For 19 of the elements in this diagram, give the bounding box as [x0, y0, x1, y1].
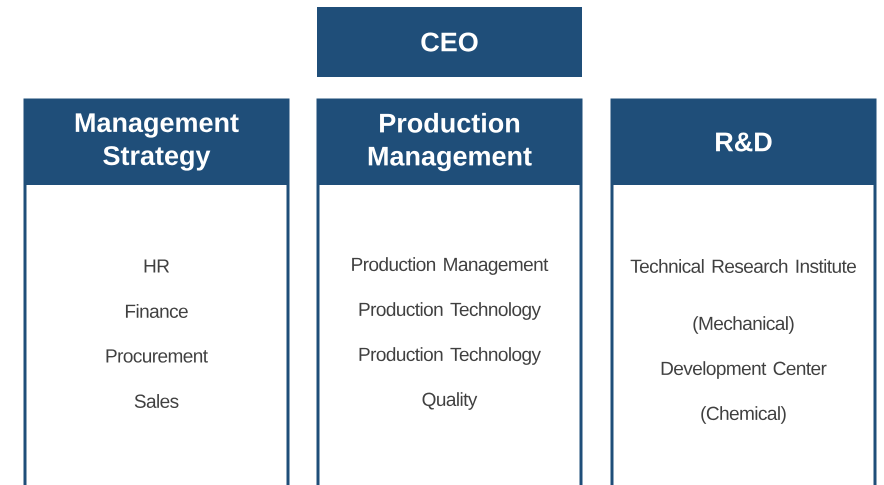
column-box	[316, 98, 582, 485]
item-text: Production Technology	[360, 302, 541, 320]
title-box: CEO	[317, 7, 582, 77]
item-text: Development Center	[662, 361, 827, 379]
item-text: Production Management	[352, 257, 548, 275]
item-text: Production Technology	[360, 347, 541, 365]
header-band: R&D	[610, 98, 876, 185]
item-text: Finance	[126, 304, 188, 318]
item-text: Quality	[422, 392, 478, 410]
header-band: Management Strategy	[24, 98, 290, 185]
item-text: (Chemical)	[701, 406, 786, 424]
item-text: (Mechanical)	[693, 316, 794, 334]
item-text: Sales	[134, 394, 178, 408]
item-text: HR	[144, 259, 170, 273]
column-box	[610, 98, 876, 485]
column-box	[24, 98, 290, 485]
item-text: Procurement	[106, 349, 208, 363]
item-text: Technical Research Institute	[630, 259, 856, 273]
header-band: Production Management	[316, 98, 582, 185]
